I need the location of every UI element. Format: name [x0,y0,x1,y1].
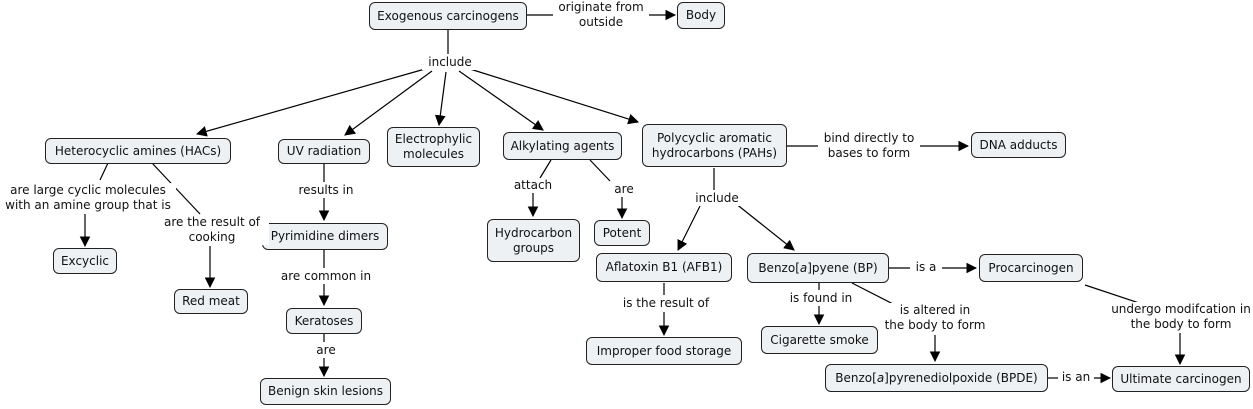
bpde-text-italic: a [876,370,885,385]
edge-procarcinogen-undergo [1084,284,1146,306]
edge-include-bp [734,202,795,251]
node-pahs[interactable]: Polycyclic aromatic hydrocarbons (PAHs) [642,124,787,167]
bp-text-prefix: Benzo[ [758,260,800,275]
node-bpde[interactable]: Benzo[a ]pyrenediolpoxide (BPDE) [825,364,1048,392]
edge-bp-altered [851,282,896,306]
edge-include-alkylating [458,70,544,131]
node-alkylating-agents[interactable]: Alkylating agents [503,132,622,160]
node-hydrocarbon-groups[interactable]: Hydrocarbon groups [487,219,580,262]
edge-include-electrophylic [434,71,447,127]
bpde-text-prefix: Benzo[ [835,370,877,385]
link-bind-directly: bind directly to bases to form [818,131,920,161]
node-potent[interactable]: Potent [594,220,650,246]
node-keratoses[interactable]: Keratoses [286,308,362,334]
node-uv-radiation[interactable]: UV radiation [278,139,370,164]
link-result-of-cooking: are the result of cooking [155,215,269,245]
link-include-top: include [422,55,478,70]
edge-hacs-arelarge [99,162,109,181]
link-is-an: is an [1058,370,1094,385]
bp-text-italic: a [799,260,808,275]
node-dna-adducts[interactable]: DNA adducts [971,132,1066,158]
link-common-in: are common in [276,269,376,284]
node-body[interactable]: Body [677,2,725,29]
edge-alkylating-are [589,159,611,182]
node-red-meat[interactable]: Red meat [174,289,248,314]
link-undergo-modification: undergo modifcation in the body to form [1105,302,1253,332]
link-are-potent: are [608,182,640,197]
node-aflatoxin-b1[interactable]: Aflatoxin B1 (AFB1) [596,253,732,282]
link-is-result-of: is the result of [614,296,718,311]
edge-hacs-cooking [151,162,201,215]
node-benign-skin-lesions[interactable]: Benign skin lesions [260,378,391,405]
node-exogenous-carcinogens[interactable]: Exogenous carcinogens [369,2,527,30]
edge-include-aflatoxin [677,205,701,251]
link-is-a: is a [910,260,942,275]
link-is-found-in: is found in [782,291,860,306]
link-include-pahs: include [689,191,745,206]
link-are: are [310,343,342,358]
link-are-large-cyclic: are large cyclic molecules with an amine… [0,183,176,213]
node-ultimate-carcinogen[interactable]: Ultimate carcinogen [1112,366,1250,392]
node-electrophylic-molecules[interactable]: Electrophylic molecules [387,127,480,167]
node-cigarette-smoke[interactable]: Cigarette smoke [761,326,878,354]
node-benzo-a-pyene[interactable]: Benzo[a ]pyene (BP) [747,253,889,283]
node-improper-food-storage[interactable]: Improper food storage [586,337,742,365]
link-results-in: results in [294,183,358,198]
link-attach: attach [508,178,558,193]
node-excyclic[interactable]: Excyclic [53,248,117,274]
node-pyrimidine-dimers[interactable]: Pyrimidine dimers [262,223,388,250]
edge-include-pahs [469,68,640,125]
node-procarcinogen[interactable]: Procarcinogen [979,254,1083,282]
node-heterocyclic-amines[interactable]: Heterocyclic amines (HACs) [45,138,231,164]
link-altered-in-body: is altered in the body to form [878,303,992,333]
bp-text-suffix: ]pyene (BP) [807,260,878,275]
bpde-text-suffix: ]pyrenediolpoxide (BPDE) [884,370,1038,385]
link-originate-from-outside: originate from outside [553,0,649,30]
edge-alkylating-attach [539,159,552,179]
edge-include-uv [344,70,433,136]
edge-include-hacs [195,68,426,137]
